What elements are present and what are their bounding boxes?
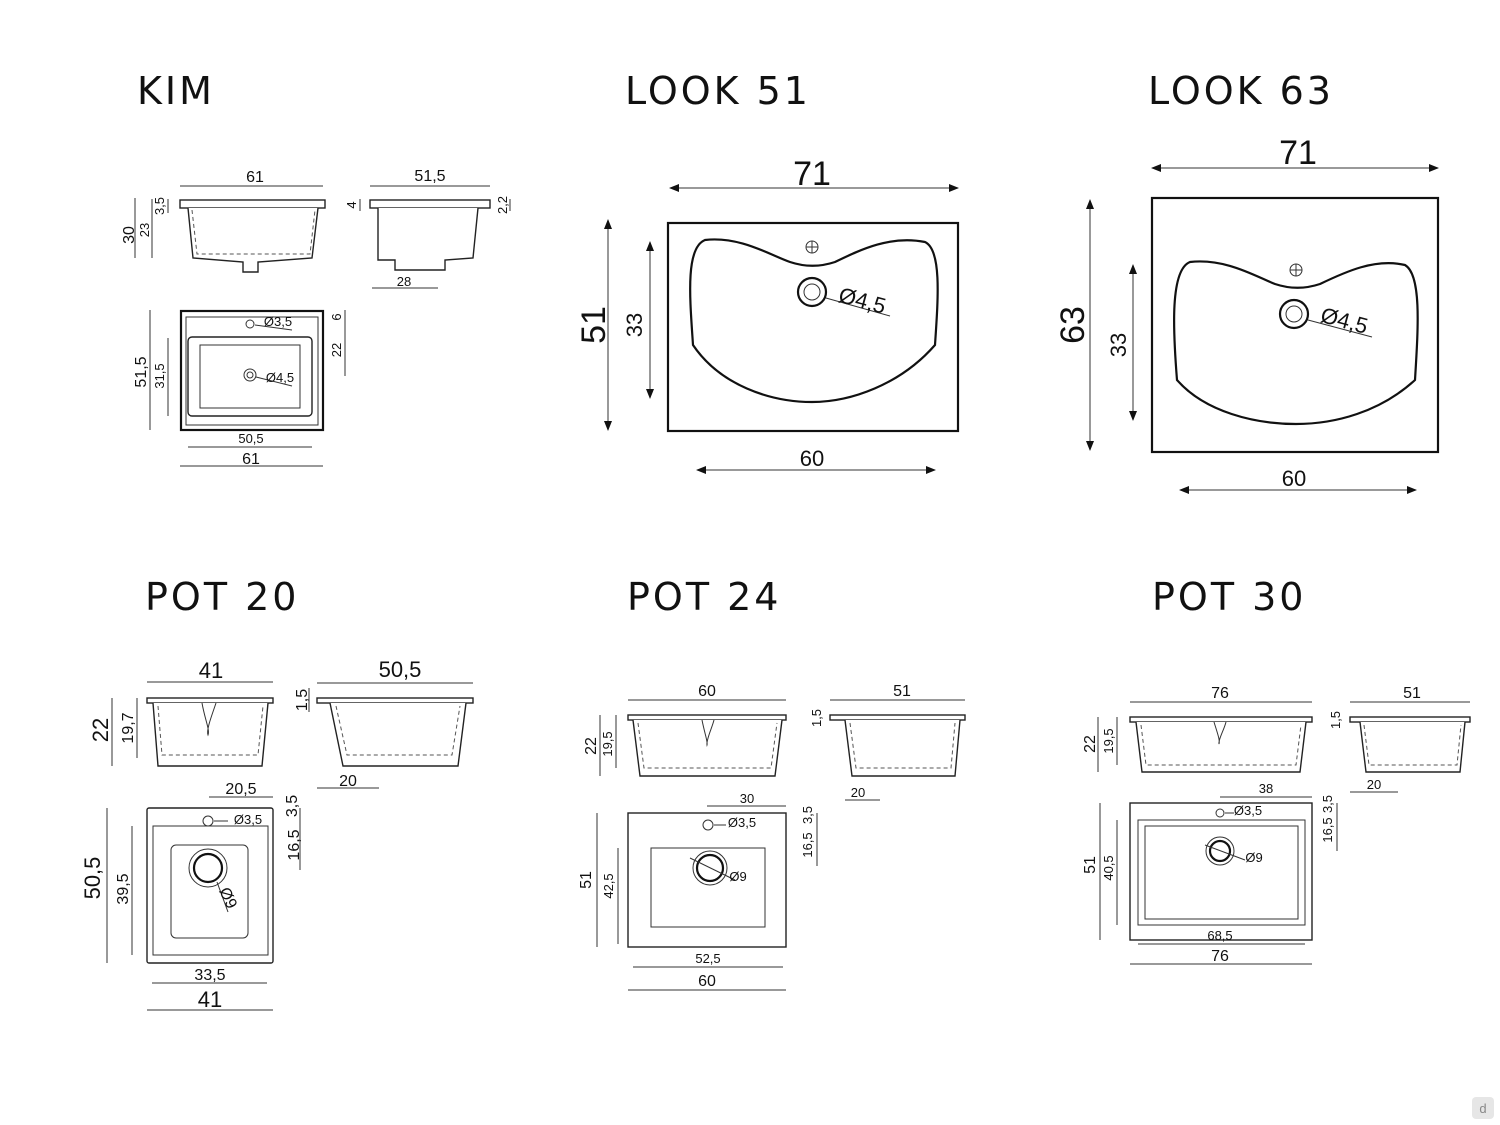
pot24-inner-depth-label: 42,5 [601,873,616,898]
pot20-width-label: 41 [199,658,223,683]
pot24-tap-gap-label: 3,5 [800,806,815,824]
kim-tap-hole-label: Ø3,5 [264,314,292,329]
pot24-drain-offset-label: 20 [851,785,865,800]
pot30-tap-hole-label: Ø3,5 [1234,803,1262,818]
look51-drain-label: Ø4,5 [836,282,889,318]
pot30-tap-offset-label: 38 [1259,781,1273,796]
pot20-drain-pos-label: 16,5 [286,829,303,860]
pot30-drain-pos-label: 16,5 [1320,817,1335,842]
brand-logo: d [1472,1097,1494,1119]
kim-rim-label: 3,5 [152,197,167,215]
pot30-drain-offset-label: 20 [1367,777,1381,792]
kim-width-label: 61 [246,169,264,186]
kim-drain-label: Ø4,5 [266,370,294,385]
title-pot30: POT 30 [1152,575,1306,619]
kim-side-rim2-label: 2,2 [495,196,510,214]
kim-top-gap-label: 6 [329,313,344,320]
look63-inner-depth-label: 33 [1106,333,1131,357]
pot24-side-depth-label: 51 [893,683,911,700]
look51-width-label: 71 [793,155,831,193]
kim-drain-pos-label: 22 [329,343,344,357]
kim-height-label: 30 [121,226,138,244]
pot20-tap-offset-label: 20,5 [225,781,256,798]
look63-drawing: 71 Ø4,5 63 33 60 [1054,134,1440,494]
pot30-bowl-height-label: 19,5 [1101,728,1116,753]
brand-logo-text: d [1479,1101,1486,1116]
pot30-inner-depth-label: 40,5 [1101,855,1116,880]
kim-top-width-label: 61 [242,451,260,468]
kim-depth-label: 51,5 [414,168,445,185]
look51-inner-depth-label: 33 [622,313,647,337]
kim-bowl-height-label: 23 [137,223,152,237]
look63-width-label: 71 [1279,134,1317,172]
look51-drawing: 71 Ø4,5 51 33 60 [575,155,960,474]
title-kim: KIM [137,69,215,113]
pot30-tap-gap-label: 3,5 [1320,795,1335,813]
kim-side-rim-label: 4 [344,201,359,208]
pot20-drain-offset-label: 20 [339,773,357,790]
pot30-side-depth-label: 51 [1403,685,1421,702]
title-pot20: POT 20 [145,575,299,619]
title-pot24: POT 24 [627,575,781,619]
pot24-tap-hole-label: Ø3,5 [728,815,756,830]
look63-inner-width-label: 60 [1282,466,1306,491]
pot24-rim-label: 1,5 [809,709,824,727]
pot20-tap-gap-label: 3,5 [284,795,301,817]
pot24-width-label: 60 [698,683,716,700]
pot24-drawing: 60 22 19,5 51 1,5 20 Ø3,5 Ø9 30 3,5 16,5… [578,683,966,991]
look51-depth-label: 51 [575,306,613,344]
pot24-depth-label: 51 [578,871,595,889]
pot24-drain-label: Ø9 [729,869,746,884]
pot30-top-width-label: 76 [1211,948,1229,965]
pot30-inner-width-label: 68,5 [1207,928,1232,943]
pot24-bowl-height-label: 19,5 [600,731,615,756]
pot20-height-label: 22 [88,718,113,742]
pot30-width-label: 76 [1211,685,1229,702]
pot20-drawing: 41 22 19,7 50,5 1,5 20 Ø3,5 Ø9 20,5 3,5 … [80,657,474,1012]
pot20-rim-label: 1,5 [294,689,311,711]
pot24-top-width-label: 60 [698,973,716,990]
title-look51: LOOK 51 [625,69,811,113]
pot20-bowl-height-label: 19,7 [120,712,137,743]
pot30-height-label: 22 [1082,735,1099,753]
kim-inner-depth-label: 31,5 [152,363,167,388]
look63-drain-label: Ø4,5 [1318,302,1371,338]
pot20-inner-width-label: 33,5 [194,967,225,984]
pot30-depth-label: 51 [1082,856,1099,874]
pot24-inner-width-label: 52,5 [695,951,720,966]
title-look63: LOOK 63 [1148,69,1334,113]
kim-inner-width-label: 50,5 [238,431,263,446]
kim-drawing: 61 30 23 3,5 51,5 4 2,2 28 Ø3,5 Ø4,5 51,… [121,168,511,468]
pot20-top-width-label: 41 [198,987,222,1012]
pot24-tap-offset-label: 30 [740,791,754,806]
pot30-drawing: 76 22 19,5 51 1,5 20 Ø3,5 Ø9 38 3,5 16,5… [1082,685,1471,965]
kim-top-depth-label: 51,5 [133,356,150,387]
pot24-drain-pos-label: 16,5 [800,832,815,857]
kim-front-rim [179,199,326,209]
pot30-drain-label: Ø9 [1245,850,1262,865]
look63-depth-label: 63 [1054,306,1092,344]
pot30-rim-label: 1,5 [1328,711,1343,729]
pot20-side-depth-label: 50,5 [379,657,422,682]
pot20-depth-label: 50,5 [80,857,105,900]
kim-drain-offset-label: 28 [397,274,411,289]
pot24-height-label: 22 [583,737,600,755]
pot20-inner-depth-label: 39,5 [115,873,132,904]
pot20-tap-hole-label: Ø3,5 [234,812,262,827]
look51-inner-width-label: 60 [800,446,824,471]
